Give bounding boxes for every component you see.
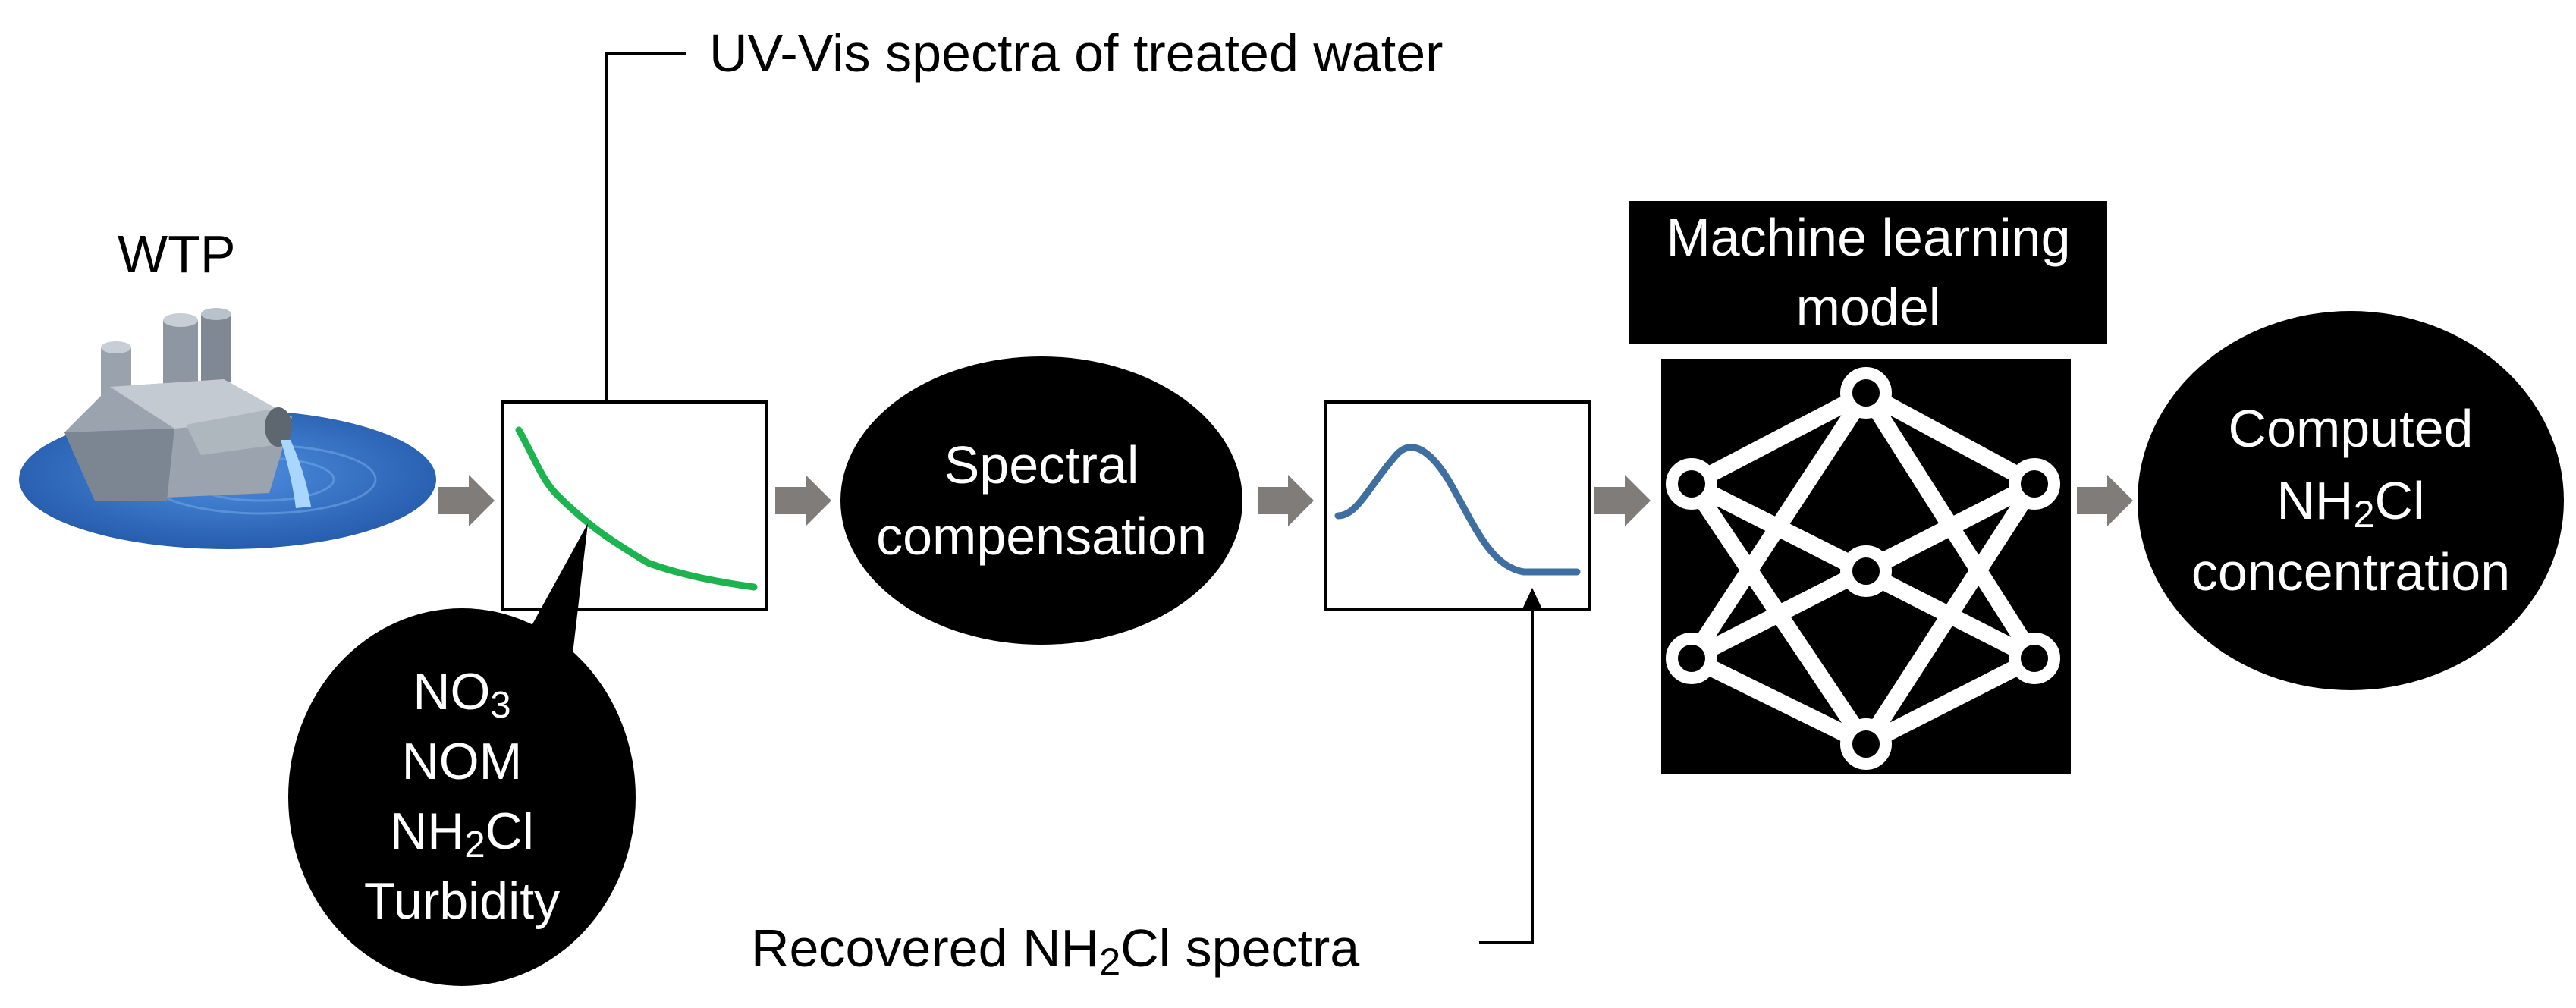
output-line2: NH2Cl (2276, 470, 2425, 535)
spectral-compensation-ellipse: Spectral compensation (840, 356, 1242, 645)
nn-node-top (1840, 367, 1892, 419)
wtp-label: WTP (118, 225, 236, 284)
flow-arrow-icon (775, 475, 831, 526)
ml-model-title: Machine learning model (1629, 201, 2107, 344)
water-treatment-plant-icon (19, 308, 436, 549)
ml-model-title-line2: model (1795, 278, 1941, 337)
interferent-nh2cl: NH2Cl (390, 802, 534, 865)
interferents-ellipse: NO3 NOM NH2Cl Turbidity (288, 608, 636, 986)
output-line1: Computed (2228, 399, 2474, 459)
flow-arrow-icon (1258, 475, 1314, 526)
recovered-spectrum-panel (1324, 400, 1591, 611)
interferent-no3: NO3 (413, 663, 511, 727)
recovered-spectra-label: Recovered NH2Cl spectra (751, 919, 1360, 984)
uv-vis-spectrum-panel (501, 400, 768, 611)
uv-vis-label: UV-Vis spectra of treated water (709, 24, 1444, 83)
neural-network-icon (1661, 359, 2071, 774)
interferent-turbidity: Turbidity (363, 871, 561, 930)
ml-model-title-line1: Machine learning (1666, 207, 2071, 267)
nn-node-right-lower (2009, 633, 2060, 684)
nn-node-left-lower (1666, 633, 1717, 684)
nn-node-left-upper (1666, 458, 1717, 510)
flow-arrow-icon (438, 475, 495, 526)
nn-node-bottom (1840, 718, 1892, 770)
output-line3: concentration (2191, 542, 2511, 602)
recovered-pointer-line (1479, 588, 1543, 944)
computed-concentration-ellipse: Computed NH2Cl concentration (2138, 311, 2564, 690)
nn-node-right-upper (2009, 458, 2060, 510)
interferent-nom: NOM (401, 733, 523, 791)
spectral-compensation-line1: Spectral (944, 435, 1139, 495)
uv-vis-spectrum-curve (515, 426, 758, 591)
flow-arrow-icon (1594, 475, 1651, 526)
recovered-spectrum-curve (1334, 444, 1581, 576)
nn-node-center (1840, 545, 1892, 597)
flow-arrow-icon (2077, 475, 2133, 526)
spectral-compensation-line2: compensation (876, 507, 1207, 566)
